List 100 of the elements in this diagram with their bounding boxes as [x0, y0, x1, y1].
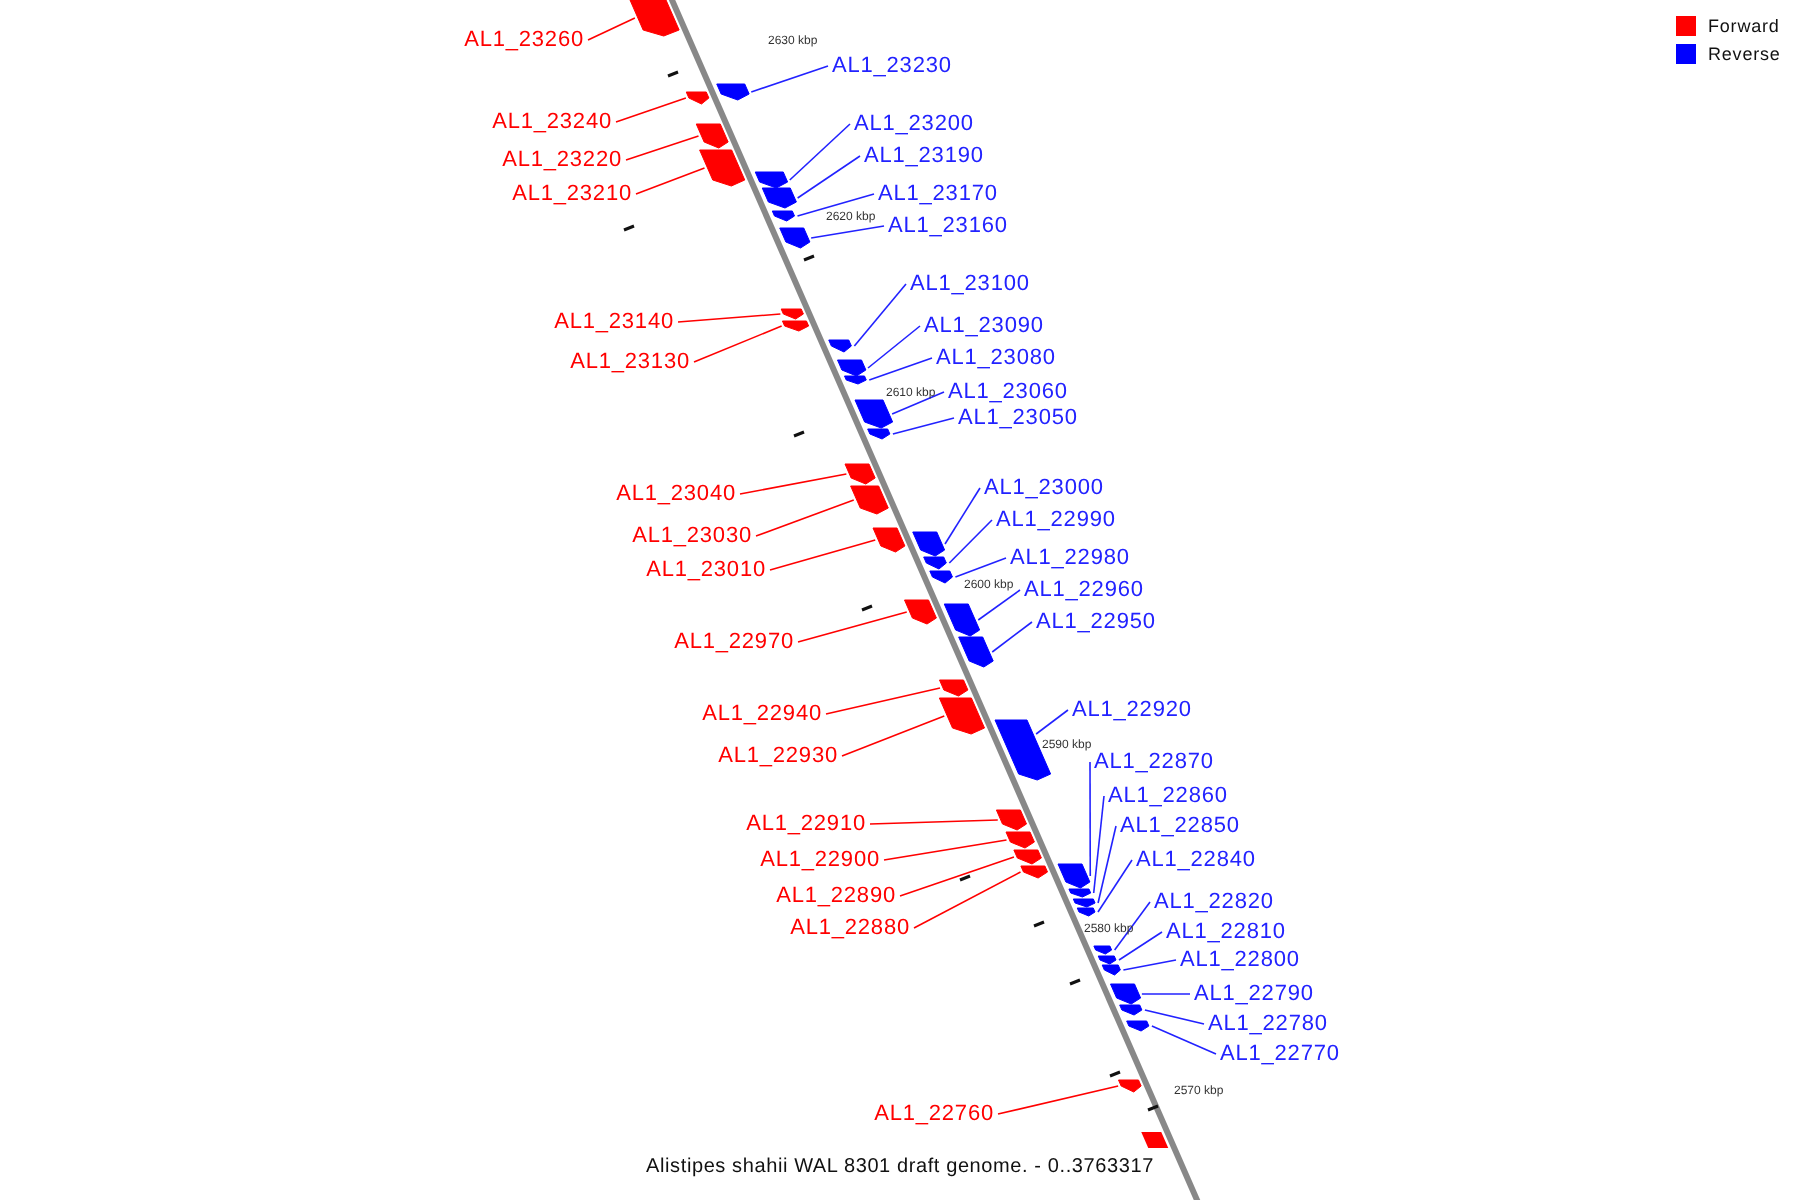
leader-line [1113, 901, 1151, 951]
gene-block [716, 83, 750, 101]
leader-line [991, 621, 1033, 653]
gene-label: AL1_22800 [1180, 948, 1300, 972]
legend-label: Reverse [1708, 44, 1781, 64]
gene-label: AL1_23190 [864, 144, 984, 168]
gene-label: AL1_22820 [1154, 890, 1274, 914]
leader-line [1035, 709, 1069, 735]
leader-line [869, 819, 999, 825]
gene-label: AL1_23030 [632, 524, 752, 548]
gene-label: AL1_22970 [674, 630, 794, 654]
gene-label: AL1_23080 [936, 346, 1056, 370]
leader-line [841, 715, 946, 757]
leader-line [810, 225, 885, 239]
gene-block [958, 636, 994, 668]
leader-line [796, 155, 861, 199]
leader-line [954, 557, 1007, 578]
leader-line [797, 611, 908, 643]
leader-line [635, 167, 706, 195]
leader-line [769, 539, 877, 571]
gene-block [1005, 831, 1035, 849]
gene-label: AL1_22860 [1108, 784, 1228, 808]
gene-label: AL1_23220 [502, 148, 622, 172]
gene-label: AL1_23010 [646, 558, 766, 582]
gene-block [1013, 849, 1042, 865]
gene-label: AL1_22790 [1194, 982, 1314, 1006]
gene-label: AL1_22880 [790, 916, 910, 940]
gene-block [685, 91, 710, 105]
gene-block [1097, 955, 1117, 965]
gene-label: AL1_23100 [910, 272, 1030, 296]
leader-line [1144, 1009, 1205, 1025]
gene-block [872, 527, 906, 553]
gene-label: AL1_22760 [874, 1102, 994, 1126]
leader-line [868, 357, 933, 381]
gene-label: AL1_22770 [1220, 1042, 1340, 1066]
gene-label: AL1_23230 [832, 54, 952, 78]
leader-line [867, 325, 921, 369]
gene-label: AL1_23210 [512, 182, 632, 206]
leader-line [750, 65, 829, 93]
gene-block [929, 570, 953, 584]
gene-label: AL1_22920 [1072, 698, 1192, 722]
gene-label: AL1_23050 [958, 406, 1078, 430]
leader-line [1118, 931, 1163, 961]
gene-label: AL1_22990 [996, 508, 1116, 532]
leader-line [853, 283, 907, 347]
gene-label: AL1_22780 [1208, 1012, 1328, 1036]
leader-line [948, 519, 993, 564]
gene-block [780, 308, 804, 320]
gene-block [1126, 1020, 1150, 1032]
gene-label: AL1_22930 [718, 744, 838, 768]
gene-block [1076, 907, 1096, 917]
gene-label: AL1_23160 [888, 214, 1008, 238]
gene-label: AL1_22840 [1136, 848, 1256, 872]
gene-label: AL1_22950 [1036, 610, 1156, 634]
gene-block [850, 485, 889, 515]
gene-block [629, 0, 680, 37]
leader-line [1092, 795, 1105, 894]
gene-label: AL1_23040 [616, 482, 736, 506]
gene-block [837, 359, 867, 377]
leader-line [1089, 761, 1092, 877]
gene-block [943, 603, 981, 637]
gene-block [844, 463, 876, 485]
gene-block [1101, 964, 1121, 976]
gene-label: AL1_23090 [924, 314, 1044, 338]
leader-line [1151, 1025, 1217, 1055]
gene-block [754, 171, 789, 189]
gene-block [904, 599, 937, 625]
leader-line [891, 391, 945, 415]
gene-block [1072, 898, 1096, 908]
gene-label: AL1_23200 [854, 112, 974, 136]
gene-label: AL1_23130 [570, 350, 690, 374]
gene-block [995, 809, 1027, 831]
leader-line [693, 325, 783, 363]
gene-label: AL1_23140 [554, 310, 674, 334]
leader-line [755, 499, 855, 537]
leader-line [825, 687, 941, 715]
gene-label: AL1_22870 [1094, 750, 1214, 774]
leader-line [587, 17, 636, 41]
gene-label: AL1_23260 [464, 28, 584, 52]
gene-label: AL1_22900 [760, 848, 880, 872]
gene-label: AL1_22980 [1010, 546, 1130, 570]
gene-label: AL1_23240 [492, 110, 612, 134]
gene-label: AL1_22850 [1120, 814, 1240, 838]
gene-label: AL1_22960 [1024, 578, 1144, 602]
leader-line [788, 123, 851, 181]
leader-line [615, 97, 687, 123]
leader-line [1097, 859, 1133, 913]
leader-line [739, 473, 848, 495]
leader-line [625, 135, 700, 161]
leader-line [883, 839, 1008, 861]
gene-label: AL1_22890 [776, 884, 896, 908]
gene-block [828, 339, 852, 353]
leader-line [913, 871, 1022, 929]
gene-block [779, 227, 811, 249]
leader-line [997, 1085, 1119, 1115]
leader-line [977, 589, 1021, 621]
gene-label: AL1_22940 [702, 702, 822, 726]
leader-line [944, 487, 981, 545]
gene-block [1093, 945, 1113, 955]
gene-block [1118, 1079, 1142, 1093]
